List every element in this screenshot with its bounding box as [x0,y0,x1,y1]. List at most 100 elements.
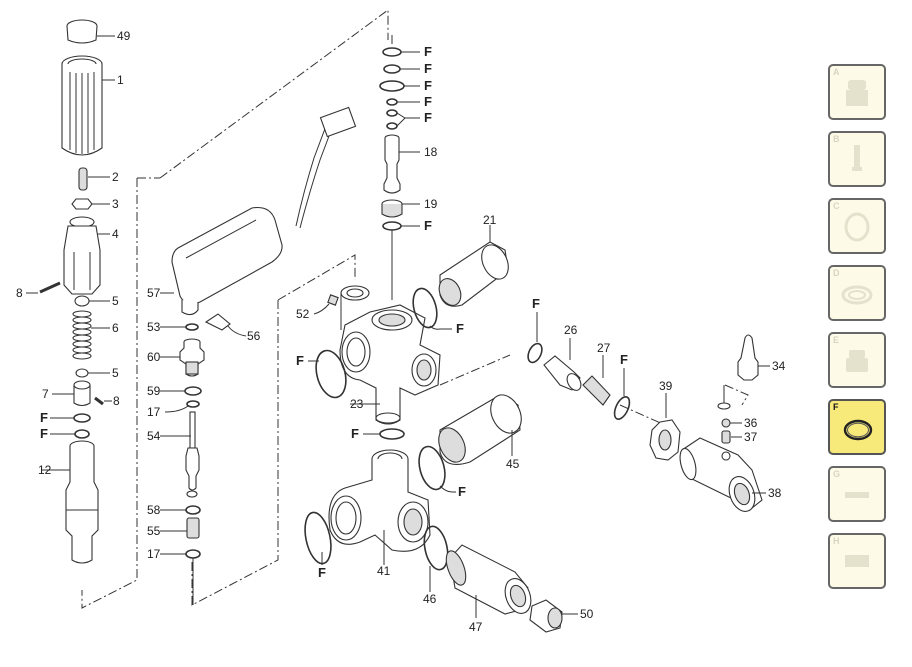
part-57-switch-box[interactable] [160,106,357,316]
category-sidebar: A B C D E F [828,64,890,600]
part-27-spring[interactable] [582,355,611,406]
part-19-guide[interactable] [381,199,420,218]
part-3-nut[interactable] [71,198,110,210]
category-letter: A [833,67,840,77]
label-41: 41 [377,564,391,578]
category-letter: F [833,402,839,412]
label-27: 27 [597,341,611,355]
label-59: 59 [147,384,161,398]
part-55-spring[interactable] [160,517,200,539]
part-4-housing[interactable] [63,216,110,295]
part-45-bolt[interactable] [434,390,528,466]
part-1-filter[interactable] [61,55,115,156]
label-f-26: F [532,296,540,311]
part-52-screw[interactable] [313,294,339,315]
part-39-locknut[interactable] [649,393,681,461]
part-6-spring[interactable] [72,310,110,360]
part-59-ring[interactable] [160,386,202,396]
label-54: 54 [147,429,161,443]
part-12-body[interactable] [42,440,99,564]
label-f-manifold-bottom: F [351,426,359,441]
block-icon [845,555,869,567]
part-53-ring[interactable] [160,323,199,331]
part-54-piston[interactable] [160,411,200,498]
label-49: 49 [117,29,131,43]
label-4: 4 [112,227,119,241]
part-f-ring-27[interactable] [611,368,632,421]
part-23-manifold[interactable] [339,285,441,425]
seal-icon [841,285,873,305]
label-17-bottom: 17 [147,547,161,561]
part-5-disc-bottom[interactable] [75,368,110,378]
part-17-ring-top[interactable] [164,400,200,413]
label-3: 3 [112,197,119,211]
category-tile-h[interactable]: H [828,533,886,589]
part-f-ring-45[interactable] [415,444,456,493]
label-1: 1 [117,73,124,87]
label-18: 18 [424,145,438,159]
part-49-cap[interactable] [66,19,115,44]
category-letter: G [833,469,841,479]
part-38-body[interactable] [677,437,766,515]
valve-stem-icon [852,145,862,171]
part-26-valve[interactable] [543,338,584,393]
category-tile-g[interactable]: G [828,466,886,522]
label-f-top-4: F [424,94,432,109]
part-36-ball[interactable] [721,418,742,428]
part-f-rings-left[interactable] [50,413,91,439]
category-tile-b[interactable]: B [828,131,886,187]
part-f-ring-manifold-left[interactable] [308,347,351,401]
label-f-left-1: F [40,410,48,425]
label-f-manifold-left: F [296,353,304,368]
category-tile-e[interactable]: E [828,332,886,388]
label-45: 45 [506,457,520,471]
part-f-ring-26[interactable] [525,312,544,365]
part-46-ring[interactable] [421,524,452,592]
part-50-strainer[interactable] [529,599,578,633]
part-37-spring[interactable] [721,430,742,444]
label-60: 60 [147,350,161,364]
category-tile-a[interactable]: A [828,64,886,120]
part-56-clip[interactable] [204,313,247,337]
label-56: 56 [247,329,261,343]
part-47-coupler[interactable] [442,544,535,618]
category-tile-c[interactable]: C [828,198,886,254]
o-ring-large-icon [844,212,870,242]
category-tile-f[interactable]: F [828,399,886,455]
flat-gasket-icon [845,492,869,498]
part-41-tee[interactable] [328,449,431,565]
label-f-top-2: F [424,61,432,76]
part-60-fitting[interactable] [160,338,205,377]
label-12: 12 [38,463,52,477]
label-f-top-3: F [424,78,432,93]
category-tile-d[interactable]: D [828,265,886,321]
label-50: 50 [580,607,594,621]
part-34-nipple[interactable] [737,334,770,381]
part-7-poppet[interactable] [52,380,91,407]
label-21: 21 [483,213,497,227]
label-38: 38 [768,486,782,500]
label-53: 53 [147,320,161,334]
part-8-pin-bottom[interactable] [94,396,112,406]
part-f-ring-41-left[interactable] [301,510,335,566]
category-letter: C [833,201,840,211]
label-f-45: F [458,484,466,499]
part-58-ring[interactable] [160,505,201,515]
label-f-top-6: F [424,218,432,233]
part-f-ring-19[interactable] [382,221,420,300]
o-ring-icon [843,419,873,441]
part-21-bolt[interactable] [409,225,513,330]
label-58: 58 [147,503,161,517]
label-f-left-2: F [40,426,48,441]
part-f-ring-manifold-bottom[interactable] [363,428,405,440]
manifold-icon [846,350,868,372]
part-8-pin-top[interactable] [26,281,61,294]
part-5-disc-top[interactable] [74,295,110,307]
part-2-spring[interactable] [78,167,110,191]
label-7: 7 [42,387,49,401]
part-18-plunger[interactable] [383,134,420,194]
part-17-ring-bottom[interactable] [160,549,201,605]
part-f-rings-top[interactable] [379,35,420,130]
label-57: 57 [147,286,161,300]
part-washer-small[interactable] [717,385,731,410]
